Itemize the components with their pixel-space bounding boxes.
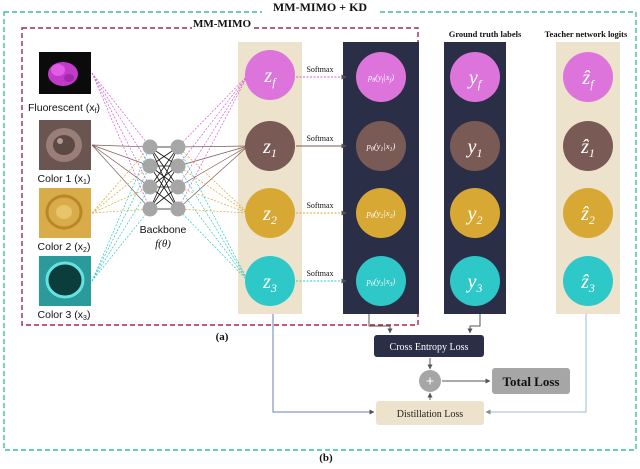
input-label-fluorescent: Fluorescent (xf) [28,102,100,115]
svg-text:pθ(y3|x3): pθ(y3|x3) [366,276,396,288]
ground-truth-title: Ground truth labels [449,29,522,39]
svg-text:ẑ3: ẑ3 [580,271,595,295]
svg-text:+: + [426,374,435,390]
input-label-color-1: Color 1 (x1) [38,173,91,186]
inner-title: MM-MIMO [193,18,251,30]
backbone-label: Backbone [140,224,187,236]
svg-text:ẑ2: ẑ2 [580,203,595,227]
ground-truth-y-2: y2 [450,188,500,238]
input-label-color-2: Color 2 (x2) [38,241,91,254]
svg-text:pθ(yf|xf): pθ(yf|xf) [367,72,394,84]
teacher-title: Teacher network logits [545,29,628,39]
prob-p-1: pθ(y1|x1) [356,121,406,171]
input-label-color-3: Color 3 (x3) [38,309,91,322]
prob-p-2: pθ(y2|x2) [356,188,406,238]
cross-entropy-loss-box: Cross Entropy Loss [374,335,484,357]
softmax-label-f: Softmax [306,65,333,74]
ground-truth-y-3: y3 [450,256,500,306]
svg-text:ẑf: ẑf [581,67,595,91]
softmax-label-3: Softmax [306,269,333,278]
prob-p-f: pθ(yf|xf) [356,52,406,102]
backbone-links [149,146,179,210]
backbone-function: f(θ) [155,238,171,250]
logit-z-2: z2 [245,188,295,238]
ground-truth-y-f: yf [450,52,500,102]
teacher-z-hat-3: ẑ3 [563,256,613,306]
teacher-z-hat-f: ẑf [563,52,613,102]
prob-p-3: pθ(y3|x3) [356,256,406,306]
logit-z-3: z3 [245,256,295,306]
logit-z-f: zf [245,50,295,100]
backbone-nodes [142,139,186,217]
input-image-fluorescent [39,52,91,94]
svg-text:y1: y1 [466,136,483,160]
teacher-z-hat-2: ẑ2 [563,188,613,238]
svg-text:z1: z1 [262,136,277,160]
svg-text:y3: y3 [466,271,483,295]
svg-text:z2: z2 [262,203,277,227]
total-loss-box: Total Loss [492,368,570,394]
logit-z-1: z1 [245,121,295,171]
softmax-label-1: Softmax [306,134,333,143]
input-image-color-3 [39,256,91,306]
loss-connectors [272,314,587,415]
svg-text:Cross Entropy Loss: Cross Entropy Loss [390,342,469,353]
outer-title: MM-MIMO + KD [273,0,367,14]
svg-text:pθ(y1|x1): pθ(y1|x1) [366,141,396,153]
svg-text:Total Loss: Total Loss [503,374,560,389]
distillation-loss-box: Distillation Loss [376,401,484,425]
ground-truth-y-1: y1 [450,121,500,171]
output-connections [177,74,249,282]
input-image-color-1 [39,120,91,170]
svg-text:z3: z3 [262,271,277,295]
softmax-arrows [296,74,347,284]
input-image-color-2 [39,188,91,238]
svg-text:zf: zf [263,65,277,89]
svg-text:ẑ1: ẑ1 [580,136,595,160]
svg-text:yf: yf [467,67,483,91]
svg-text:pθ(y2|x2): pθ(y2|x2) [366,208,396,220]
svg-text:Distillation Loss: Distillation Loss [397,409,464,420]
teacher-z-hat-1: ẑ1 [563,121,613,171]
svg-text:y2: y2 [466,203,483,227]
caption-b: (b) [319,452,333,464]
softmax-label-2: Softmax [306,201,333,210]
caption-a: (a) [216,331,229,343]
input-connections [91,72,151,282]
sum-node: + [419,370,441,392]
